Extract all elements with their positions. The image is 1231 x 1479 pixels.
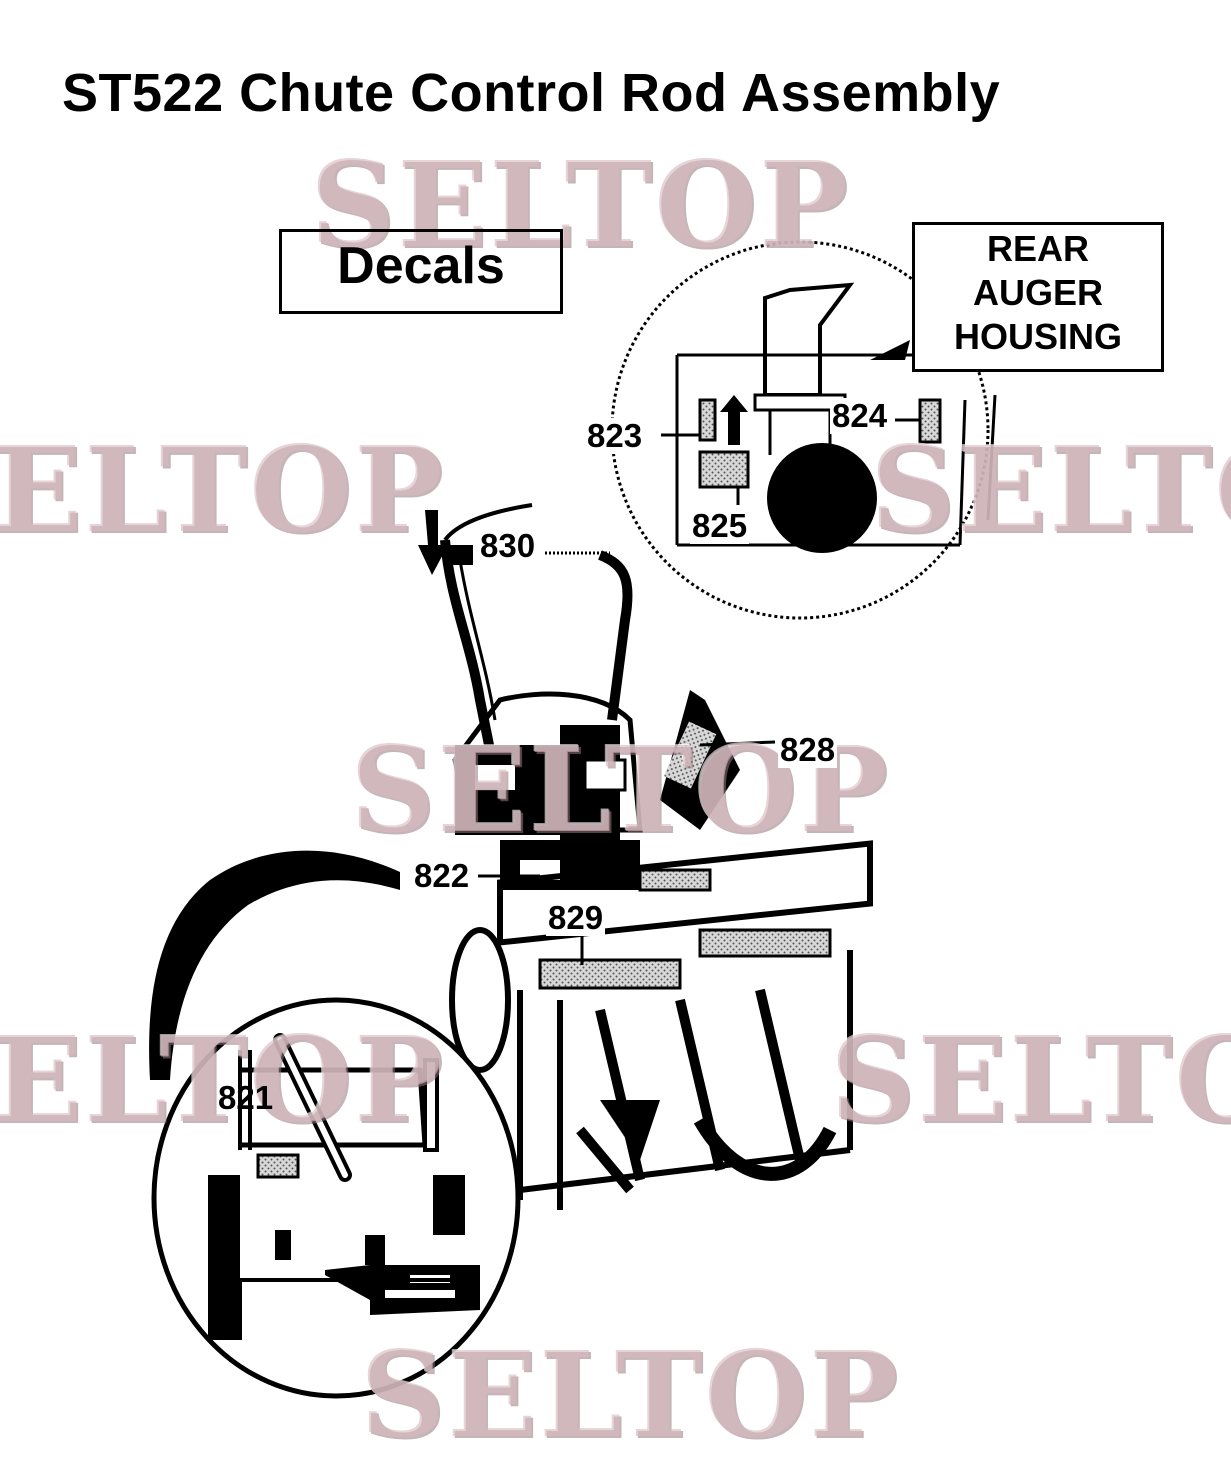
left-handle	[440, 539, 497, 761]
auger-housing	[497, 840, 873, 946]
decals-box: Decals	[279, 229, 563, 314]
right-handle	[598, 550, 633, 721]
rear-auger-housing-box: REAR AUGER HOUSING	[912, 222, 1164, 372]
handle-grip-left	[418, 510, 448, 575]
arrow-up-icon	[720, 395, 748, 445]
callout-830: 830	[478, 527, 538, 564]
callout-823: 823	[585, 417, 645, 454]
wheel	[449, 927, 511, 1073]
callout-828: 828	[778, 731, 838, 768]
auger-cutout	[767, 443, 877, 553]
page-title: ST522 Chute Control Rod Assembly	[62, 63, 1001, 123]
callout-824: 824	[830, 397, 890, 434]
engine	[452, 691, 643, 833]
callout-825: 825	[690, 507, 750, 544]
rear-label-line: AUGER	[972, 272, 1103, 313]
rear-label-line: REAR	[986, 228, 1089, 269]
rear-label-line: HOUSING	[953, 316, 1122, 357]
discharge-chute	[149, 850, 400, 1080]
decals-label: Decals	[337, 237, 505, 295]
callout-829: 829	[546, 899, 606, 936]
callout-822: 822	[412, 857, 472, 894]
callout-821: 821	[218, 1079, 274, 1116]
